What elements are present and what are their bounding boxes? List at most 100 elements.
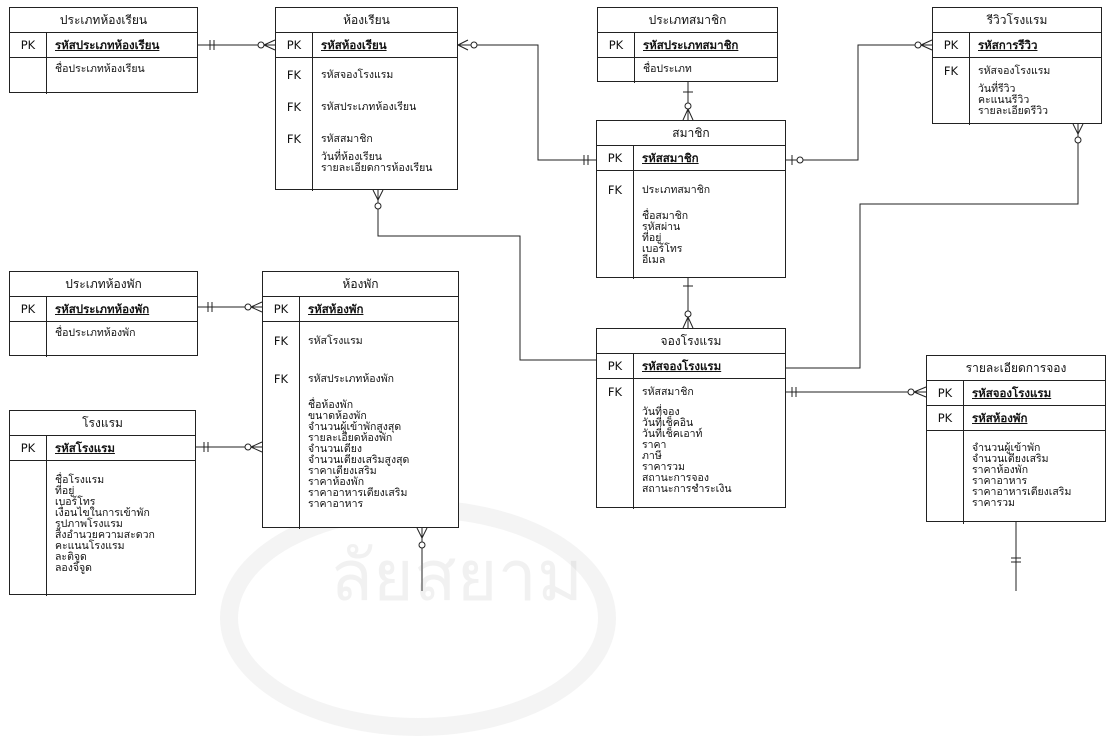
attr-field: ชื่อห้องพัก (308, 399, 354, 411)
pk-label: PK (943, 38, 959, 52)
pk-field: รหัสห้องพัก (972, 411, 1028, 425)
attr-field: ลองจิจูด (55, 562, 92, 574)
attr-field: ขนาดห้องพัก (308, 410, 367, 422)
attr-field: ภาษี (642, 450, 662, 462)
pk-label: PK (20, 302, 36, 316)
entity-title: ประเภทห้องพัก (10, 272, 197, 297)
pk-field: รหัสการรีวิว (978, 38, 1038, 52)
attr-field: คะแนนรีวิว (978, 94, 1030, 106)
attr-field: ราคาอาหาร (308, 498, 364, 510)
rel-classroom-booking (377, 190, 596, 361)
pk-field: รหัสโรงแรม (55, 441, 115, 455)
attr-field: ราคารวม (972, 497, 1015, 509)
attr-field: อีเมล (642, 254, 666, 266)
entity-member: สมาชิก PK รหัสสมาชิก FK ประเภทสมาชิก ชื่… (596, 120, 786, 279)
entity-room: ห้องพัก PK รหัสห้องพัก FK FK รหัสโรงแรม … (262, 271, 459, 529)
attr-field: จำนวนเตียงเสริมสูงสุด (308, 454, 410, 466)
attr-field: รหัสผ่าน (642, 221, 681, 233)
attr-field: วันที่เช็คอิน (642, 417, 694, 429)
entity-booking-detail: รายละเอียดการจอง PK รหัสจองโรงแรม PK รหั… (926, 355, 1106, 524)
pk-label: PK (607, 151, 623, 165)
attr-field: ราคารวม (642, 461, 685, 473)
attr-field: รายละเอียดรีวิว (978, 105, 1049, 117)
attr-field: ที่อยู่ (642, 232, 662, 244)
fk-field: รหัสจองโรงแรม (321, 69, 394, 81)
entity-room-booking: ห้องเรียน PK รหัสห้องเรียน FK FK FK รหัส… (275, 7, 458, 191)
fk-field: ประเภทสมาชิก (642, 184, 711, 196)
attr-field: วันที่ห้องเรียน (321, 151, 382, 163)
fk-field: รหัสจองโรงแรม (978, 65, 1051, 77)
attr-field: ที่อยู่ (55, 485, 75, 497)
fk-label: FK (943, 64, 959, 78)
attr-field: ชื่อโรงแรม (55, 474, 105, 486)
attr-field: สถานะการจอง (642, 472, 709, 484)
attr-field: ราคาอาหารเตียงเสริม (972, 486, 1072, 498)
pk-label: PK (608, 38, 624, 52)
entity-member-type: ประเภทสมาชิก PK รหัสประเภทสมาชิก ชื่อประ… (597, 7, 778, 83)
attr-field: ราคาอาหาร (972, 475, 1028, 487)
pk-field: รหัสสมาชิก (642, 151, 699, 165)
pk-field: รหัสจองโรงแรม (642, 359, 722, 373)
pk-field: รหัสประเภทห้องเรียน (55, 38, 160, 52)
attr-field: เงื่อนไขในการเข้าพัก (55, 507, 150, 519)
pk-label: PK (286, 38, 302, 52)
entity-hotel-review: รีวิวโรงแรม PK รหัสการรีวิว FK รหัสจองโร… (932, 7, 1102, 125)
rel-review-member (786, 44, 932, 161)
attr-field: สิ่งอำนวยความสะดวก (55, 529, 155, 541)
pk-field: รหัสจองโรงแรม (972, 386, 1052, 400)
pk-label: PK (937, 386, 953, 400)
pk-field: รหัสประเภทสมาชิก (643, 38, 739, 52)
attr-field: ชื่อประเภท (643, 63, 692, 75)
attr-field: ละติจูด (55, 551, 87, 563)
entity-hotel-booking: จองโรงแรม PK รหัสจองโรงแรม FK รหัสสมาชิก… (596, 328, 786, 509)
fk-field: รหัสสมาชิก (321, 133, 373, 145)
attr-field: คะแนนโรงแรม (55, 540, 125, 552)
fk-field: รหัสประเภทห้องเรียน (321, 101, 417, 113)
rel-review-booking (786, 124, 1079, 369)
attr-field: ราคาห้องพัก (972, 464, 1029, 476)
pk-label: PK (607, 359, 623, 373)
entity-title: โรงแรม (10, 411, 195, 436)
entity-hotel: โรงแรม PK รหัสโรงแรม ชื่อโรงแรม ที่อยู่ … (9, 410, 196, 596)
pk-field: รหัสห้องเรียน (321, 38, 387, 52)
attr-field: รูปภาพโรงแรม (55, 518, 123, 530)
attr-field: เบอร์โทร (642, 243, 683, 255)
attr-field: ราคาอาหารเตียงเสริม (308, 487, 408, 499)
attr-field: ราคา (642, 439, 667, 451)
entity-room-type: ประเภทห้องพัก PK รหัสประเภทห้องพัก ชื่อป… (9, 271, 198, 357)
pk-label: PK (937, 411, 953, 425)
entity-title: ประเภทห้องเรียน (10, 8, 197, 33)
entity-title: รายละเอียดการจอง (927, 356, 1105, 381)
fk-label: FK (607, 385, 623, 399)
pk-label: PK (20, 441, 36, 455)
attr-field: ชื่อประเภทห้องพัก (55, 327, 136, 339)
attr-field: สถานะการชำระเงิน (642, 483, 732, 495)
fk-label: FK (286, 68, 302, 82)
pk-label: PK (20, 38, 36, 52)
attr-field: จำนวนผู้เข้าพักสูงสุด (308, 421, 402, 433)
fk-field: รหัสประเภทห้องพัก (308, 373, 394, 385)
attr-field: จำนวนเตียงเสริม (972, 453, 1049, 465)
attr-field: ราคาห้องพัก (308, 476, 365, 488)
attr-field: วันที่จอง (642, 406, 680, 418)
pk-field: รหัสห้องพัก (308, 302, 364, 316)
entity-title: ห้องเรียน (276, 8, 457, 33)
attr-field: จำนวนผู้เข้าพัก (972, 442, 1041, 454)
entity-title: สมาชิก (597, 121, 785, 146)
fk-field: รหัสโรงแรม (308, 335, 363, 347)
entity-title: ห้องพัก (263, 272, 458, 297)
fk-field: รหัสสมาชิก (642, 386, 694, 398)
attr-field: จำนวนเตียง (308, 443, 362, 455)
entity-room-booking-type: ประเภทห้องเรียน PK รหัสประเภทห้องเรียน ช… (9, 7, 198, 94)
attr-field: วันที่เช็คเอาท์ (642, 428, 703, 440)
fk-label: FK (286, 100, 302, 114)
entity-title: รีวิวโรงแรม (933, 8, 1101, 33)
attr-field: ราคาเตียงเสริม (308, 465, 377, 477)
fk-label: FK (273, 334, 289, 348)
attr-field: ชื่อประเภทห้องเรียน (55, 63, 145, 75)
rel-classroom-member (458, 44, 596, 161)
attr-field: รายละเอียดการห้องเรียน (321, 162, 433, 174)
fk-label: FK (286, 132, 302, 146)
pk-label: PK (273, 302, 289, 316)
entity-title: จองโรงแรม (597, 329, 785, 354)
